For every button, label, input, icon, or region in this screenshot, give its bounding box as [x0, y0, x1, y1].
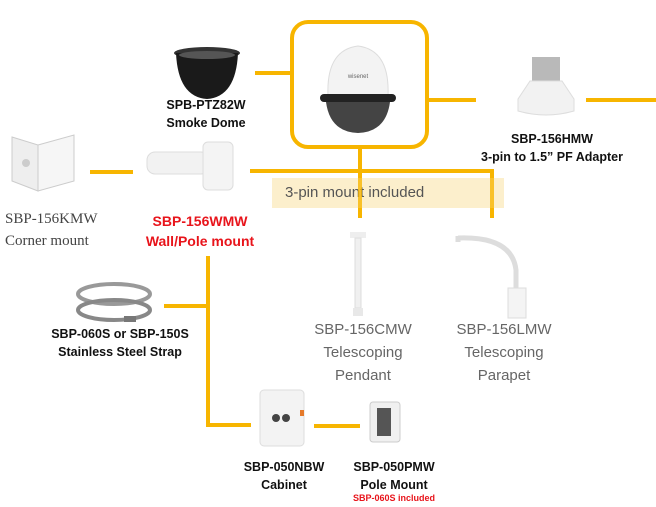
parapet-image [455, 235, 527, 319]
connector-wall-right [250, 169, 494, 173]
connector-strap [164, 304, 208, 308]
connector-adapter-right [586, 98, 656, 102]
adapter-name: 3-pin to 1.5” PF Adapter [481, 150, 623, 164]
corner-mount-name: Corner mount [5, 233, 89, 249]
corner-mount-model: SBP-156KMW [5, 211, 98, 227]
cabinet-image [259, 389, 305, 447]
pf-adapter-image [517, 57, 575, 116]
wall-mount-model: SBP-156WMW [152, 213, 248, 229]
camera-box [290, 20, 429, 149]
corner-mount-image [11, 134, 75, 192]
connector-dome [255, 71, 291, 75]
strap-model: SBP-060S or SBP-150S [51, 327, 189, 341]
connector-corner [90, 170, 133, 174]
pendant-line2: Pendant [335, 367, 391, 384]
pole-mount-name: Pole Mount [360, 478, 428, 492]
pendant-image [350, 232, 366, 316]
pole-mount-model: SBP-050PMW [353, 460, 435, 474]
smoke-dome-model: SPB-PTZ82W [166, 98, 246, 112]
camera-brand-text: wisenet [347, 74, 369, 80]
pendant-line1: Telescoping [323, 344, 403, 361]
three-pin-text: 3-pin mount included [285, 184, 425, 201]
connector-parapet-overlay [490, 178, 494, 218]
smoke-dome-image [174, 47, 240, 99]
steel-strap-image [76, 282, 152, 322]
adapter-model: SBP-156HMW [511, 132, 593, 146]
connector-pole [314, 424, 360, 428]
parapet-line1: Telescoping [464, 344, 544, 361]
wall-mount-image [146, 141, 234, 191]
pole-mount-image [369, 401, 401, 443]
connector-adapter [428, 98, 476, 102]
strap-name: Stainless Steel Strap [58, 345, 182, 359]
smoke-dome-name: Smoke Dome [166, 116, 246, 130]
cabinet-name: Cabinet [261, 478, 307, 492]
parapet-model: SBP-156LMW [456, 321, 552, 338]
wall-mount-name: Wall/Pole mount [145, 233, 255, 249]
pendant-model: SBP-156CMW [314, 321, 412, 338]
connector-wall-down [206, 256, 210, 427]
pole-mount-note: SBP-060S included [352, 493, 436, 503]
connector-camera-down-overlay [358, 178, 362, 218]
three-pin-band [272, 178, 504, 208]
parapet-line2: Parapet [477, 367, 531, 384]
cabinet-model: SBP-050NBW [243, 460, 325, 474]
connector-cabinet [208, 423, 251, 427]
ptz-camera-image: wisenet [320, 45, 396, 133]
